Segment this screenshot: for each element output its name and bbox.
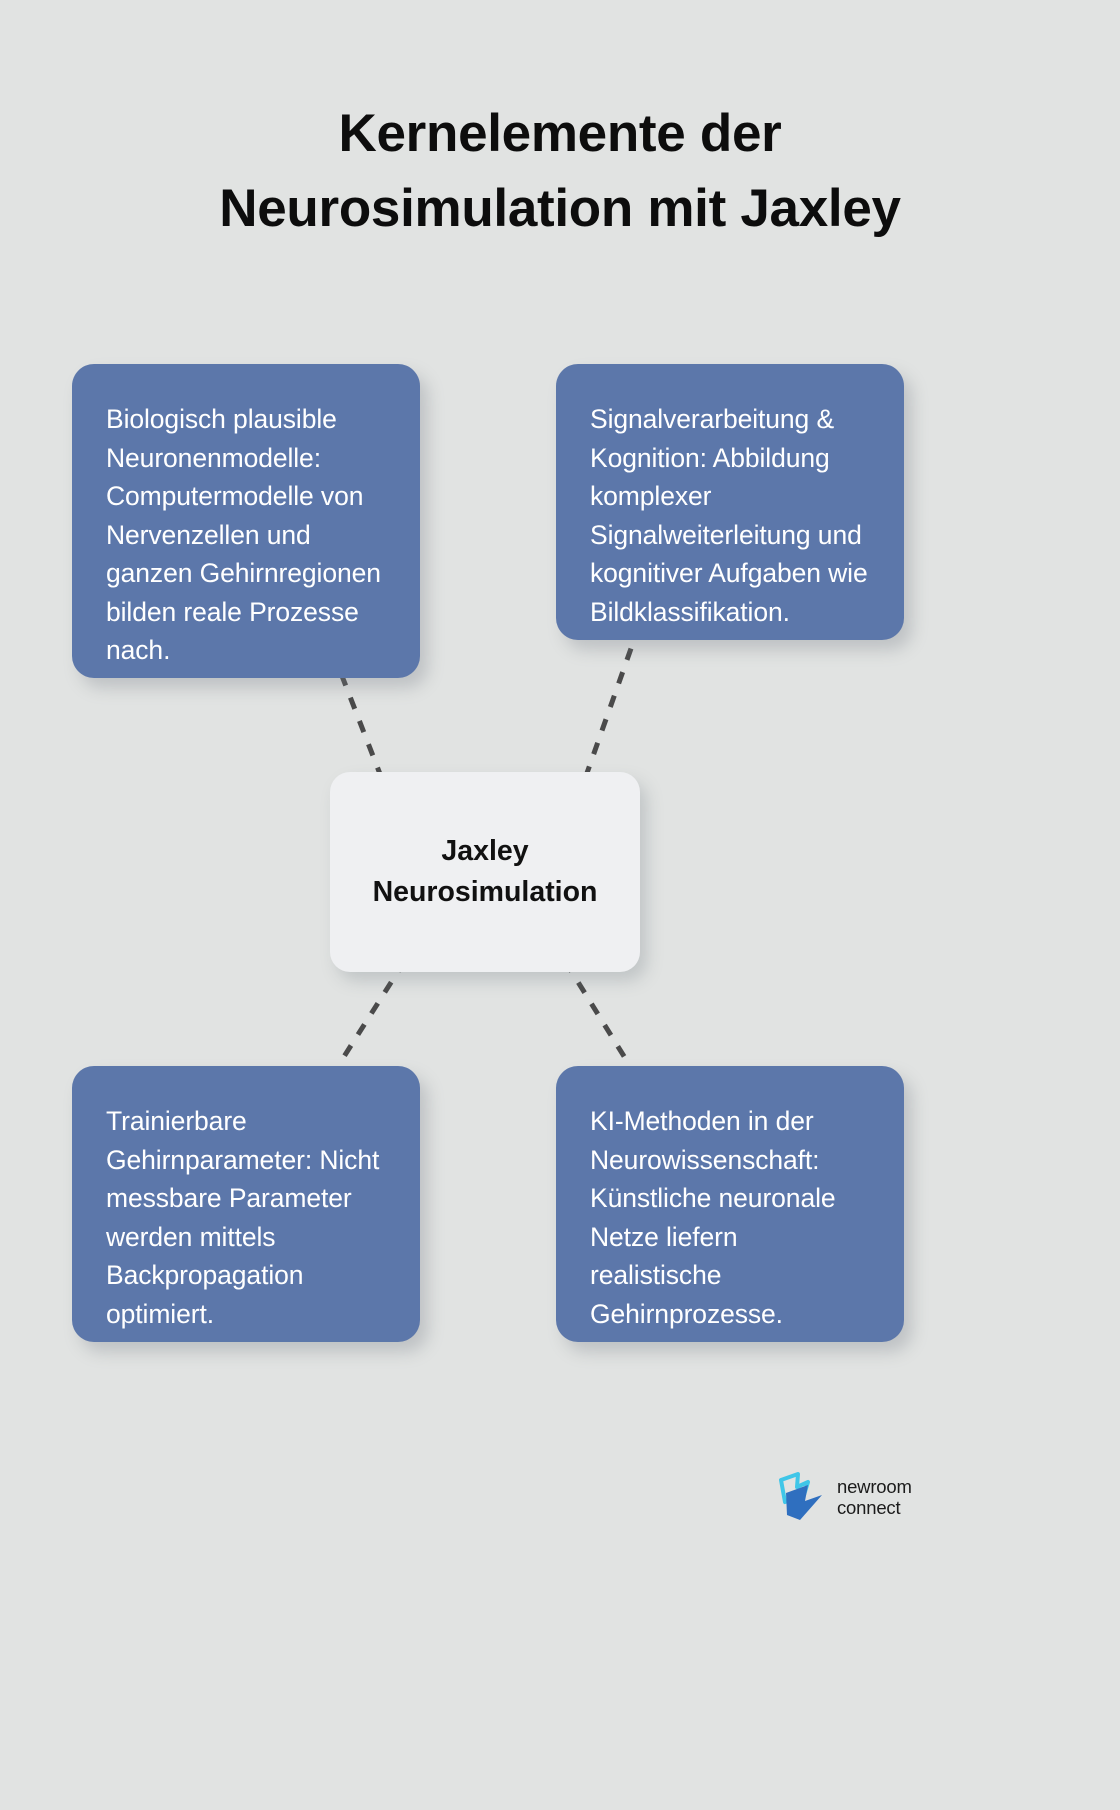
brand-logo-wordmark: newroom connect — [837, 1476, 912, 1519]
center-node-card[interactable]: Jaxley Neurosimulation — [330, 772, 640, 972]
page-title-line-1: Kernelemente der — [338, 104, 782, 163]
center-node-line-2: Neurosimulation — [372, 876, 598, 908]
info-card-bottom-right-text: KI-Methoden in der Neurowissenschaft: Kü… — [590, 1106, 836, 1329]
info-card-top-left[interactable]: Biologisch plausible Neuronenmodelle: Co… — [72, 364, 420, 678]
newroom-connect-arrow-icon — [779, 1472, 822, 1520]
info-card-bottom-right[interactable]: KI-Methoden in der Neurowissenschaft: Kü… — [556, 1066, 904, 1342]
brand-logo: newroom connect — [778, 1464, 928, 1530]
page-title-line-2: Neurosimulation mit Jaxley — [219, 179, 901, 239]
info-card-top-right-text: Signalverarbeitung & Kognition: Abbildun… — [590, 404, 868, 627]
info-card-top-right[interactable]: Signalverarbeitung & Kognition: Abbildun… — [556, 364, 904, 640]
brand-logo-line-1: newroom — [837, 1475, 912, 1497]
info-card-bottom-left-text: Trainierbare Gehirnparameter: Nicht mess… — [106, 1106, 380, 1329]
info-card-bottom-left[interactable]: Trainierbare Gehirnparameter: Nicht mess… — [72, 1066, 420, 1342]
info-card-top-left-text: Biologisch plausible Neuronenmodelle: Co… — [106, 404, 381, 666]
center-node-line-1: Jaxley — [441, 834, 529, 867]
brand-logo-line-2: connect — [837, 1497, 901, 1518]
page-title: Kernelemente der Neurosimulation mit Jax… — [60, 96, 1060, 247]
center-node-text: Jaxley Neurosimulation — [373, 831, 598, 914]
